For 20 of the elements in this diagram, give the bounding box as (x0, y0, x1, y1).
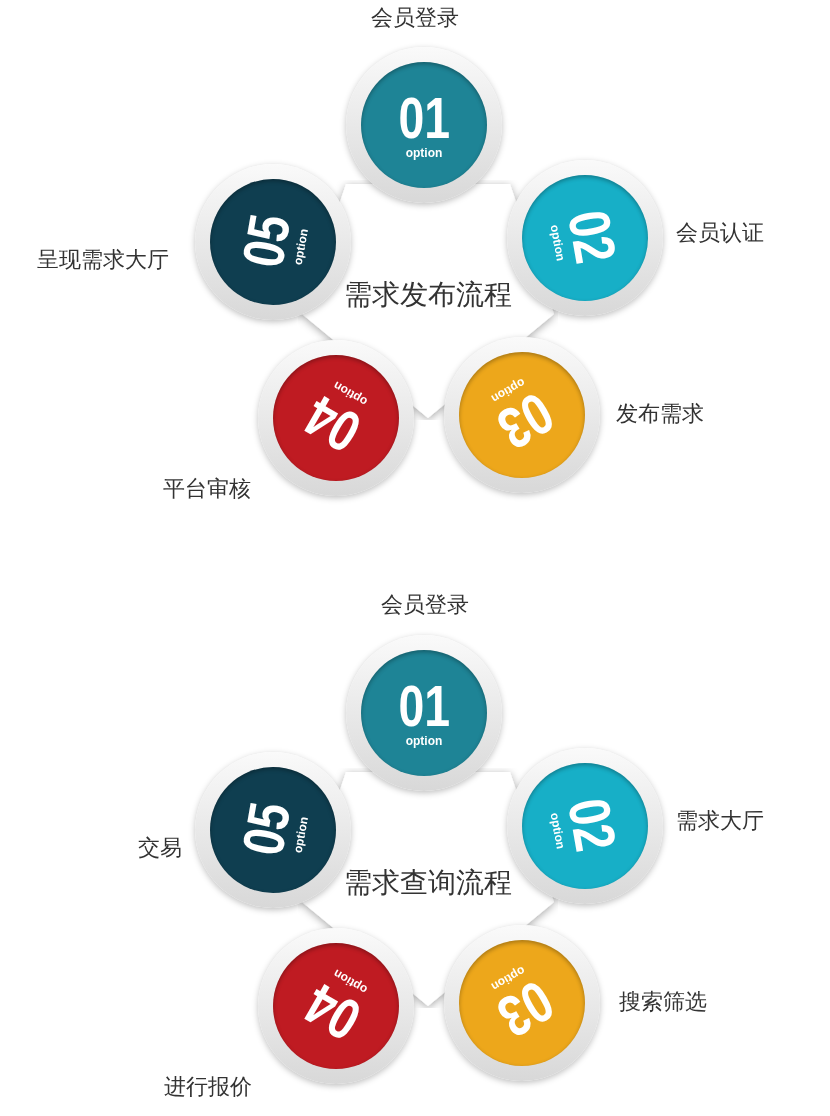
option-number: 01 (398, 90, 450, 146)
option-label: option (547, 223, 568, 263)
step-label: 会员认证 (676, 220, 764, 246)
step-label: 平台审核 (163, 476, 251, 502)
title-text: 需求查询流程 (343, 866, 513, 900)
option-number: 01 (398, 678, 450, 734)
step-label: 进行报价 (164, 1074, 252, 1100)
step-label: 交易 (138, 835, 182, 861)
option-label: option (547, 811, 568, 851)
step-label: 需求大厅 (676, 808, 764, 834)
option-label: option (290, 815, 311, 855)
step-label: 会员登录 (381, 592, 469, 618)
step-label: 会员登录 (371, 5, 459, 31)
title-text: 需求发布流程 (343, 278, 513, 312)
step-label: 呈现需求大厅 (37, 247, 169, 273)
option-label: option (405, 734, 443, 748)
option-label: option (405, 146, 443, 160)
step-label: 发布需求 (616, 401, 704, 427)
option-label: option (290, 227, 311, 267)
step-label: 搜索筛选 (619, 989, 707, 1015)
